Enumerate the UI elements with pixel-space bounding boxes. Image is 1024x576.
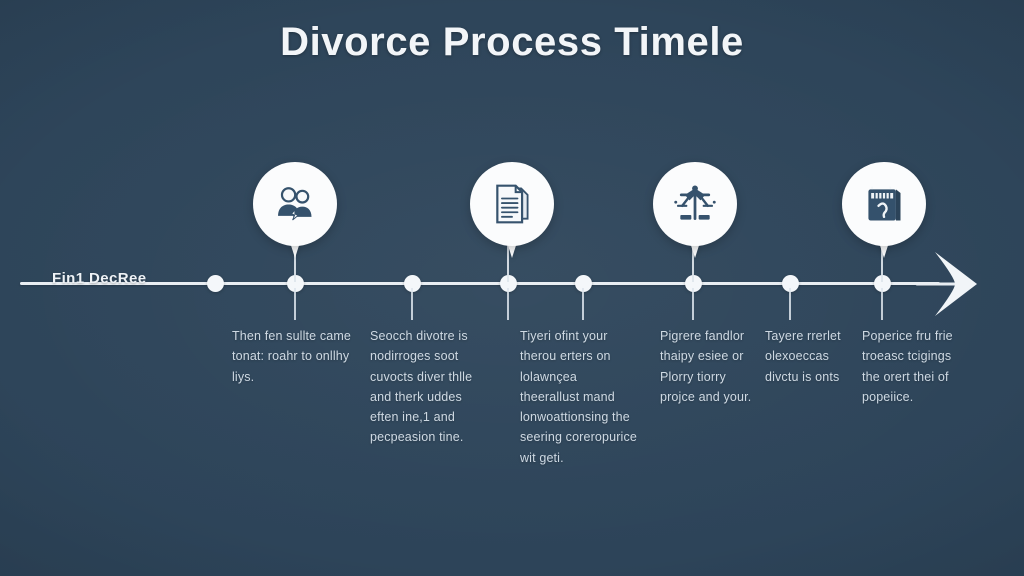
timeline-node-stem: [880, 288, 884, 320]
timeline-pin-stem: [506, 240, 510, 282]
timeline-axis: [20, 282, 940, 285]
pin-circle[interactable]: [470, 162, 554, 246]
scales-of-justice-icon: [674, 185, 716, 221]
pin-circle[interactable]: [653, 162, 737, 246]
timeline-pin-stem: [880, 240, 884, 282]
timeline-node-stem: [506, 288, 510, 320]
timeline-node-stem: [788, 288, 792, 320]
timeline-milestone-pin[interactable]: [470, 162, 554, 258]
timeline-node-stem: [293, 288, 297, 320]
pin-circle[interactable]: [253, 162, 337, 246]
timeline-node-dot[interactable]: [873, 275, 891, 292]
timeline-node-dot[interactable]: [286, 275, 304, 292]
pin-circle[interactable]: [842, 162, 926, 246]
timeline-node-dot[interactable]: [781, 275, 799, 292]
timeline-node-dot[interactable]: [403, 275, 421, 292]
timeline-pin-stem: [691, 240, 695, 282]
timeline-step-description: Poperice fru frie troeasc tcigings the o…: [862, 329, 953, 404]
timeline-step-description: Tiyeri ofint your therou erters on lolaw…: [520, 329, 637, 465]
timeline-step-description: Pigrere fandlor thaipy esiee or Plorry t…: [660, 329, 752, 404]
timeline-milestone-pin[interactable]: [842, 162, 926, 258]
timeline-node-stem: [691, 288, 695, 320]
page-title: Divorce Process Timele: [280, 20, 744, 64]
timeline-node-dot[interactable]: [206, 275, 224, 292]
timeline-step-description: Tayere rrerlet olexoeccas divctu is onts: [765, 329, 841, 384]
timeline-node-dot[interactable]: [684, 275, 702, 292]
timeline-milestone-pin[interactable]: [653, 162, 737, 258]
axis-caption: Fin1 DecRee: [52, 270, 147, 287]
calendar-notebook-icon: [868, 186, 901, 221]
timeline-node-stem: [410, 288, 414, 320]
timeline-node-dot[interactable]: [499, 275, 517, 292]
timeline-step-description: Then fen sullte came tonat: roahr to onl…: [232, 329, 352, 384]
timeline-node-dot[interactable]: [574, 275, 592, 292]
timeline-node-stem: [581, 288, 585, 320]
timeline-arrow-icon: [915, 252, 977, 316]
documents-icon: [496, 184, 529, 224]
timeline-pin-stem: [293, 240, 297, 282]
couple-separation-icon: [278, 187, 312, 221]
timeline-step-description: Seocch divotre is nodirroges soot cuvoct…: [370, 329, 473, 445]
timeline-milestone-pin[interactable]: [253, 162, 337, 258]
